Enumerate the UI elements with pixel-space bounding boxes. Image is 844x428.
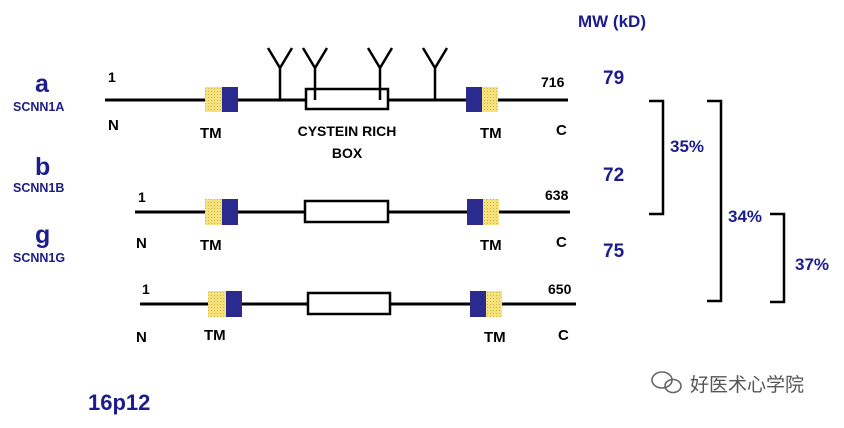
subunit-gamma-symbol: g [35, 221, 50, 249]
tm1-segment [222, 87, 238, 112]
tm2-segment [467, 199, 483, 225]
gamma-tm2-label: TM [484, 329, 506, 346]
subunit-gamma-gene: SCNN1G [13, 251, 65, 265]
alpha-start-position: 1 [108, 69, 116, 85]
alpha-tm1-label: TM [200, 125, 222, 142]
subunit-beta-gene: SCNN1B [13, 181, 64, 195]
cysteine-box-label-line2: BOX [332, 145, 363, 161]
beta-subunit-row: 1 638 N C TM TM [135, 187, 570, 254]
chromosome-locus: 16p12 [88, 390, 150, 415]
glycosylation-site-icon [421, 47, 449, 100]
subunit-alpha-gene: SCNN1A [13, 100, 64, 114]
beta-c-terminus: C [556, 234, 567, 251]
gamma-subunit-row: 1 650 N C TM TM [136, 281, 576, 346]
cysteine-rich-box [306, 291, 392, 316]
gamma-end-position: 650 [548, 281, 572, 297]
alpha-c-terminus: C [556, 122, 567, 139]
identity-alpha-gamma: 34% [728, 207, 762, 226]
alpha-end-position: 716 [541, 74, 565, 90]
tm1-extracellular-segment [205, 199, 222, 225]
beta-end-position: 638 [545, 187, 569, 203]
wechat-icon [651, 371, 682, 394]
tm2-segment [470, 291, 486, 317]
beta-n-terminus: N [136, 235, 147, 252]
subunit-alpha-symbol: a [35, 70, 50, 98]
cysteine-box-label-line1: CYSTEIN RICH [298, 123, 397, 139]
glycosylation-site-icon [266, 47, 294, 100]
alpha-subunit-row: 1 716 N C TM TM CYSTEIN RICH BOX [105, 47, 568, 161]
tm1-extracellular-segment [205, 87, 222, 112]
identity-alpha-beta: 35% [670, 137, 704, 156]
cysteine-rich-box [304, 87, 390, 111]
beta-tm1-label: TM [200, 237, 222, 254]
tm2-extracellular-segment [482, 87, 498, 112]
alpha-tm2-label: TM [480, 125, 502, 142]
alpha-n-terminus: N [108, 117, 119, 134]
tm1-segment [222, 199, 238, 225]
gamma-n-terminus: N [136, 329, 147, 346]
tm1-segment [226, 291, 242, 317]
gamma-molecular-weight: 75 [603, 241, 625, 262]
gamma-tm1-label: TM [204, 327, 226, 344]
bracket-beta-gamma [770, 212, 786, 304]
subunit-beta-symbol: b [35, 153, 50, 181]
watermark-text: 好医术心学院 [690, 374, 804, 396]
gamma-c-terminus: C [558, 327, 569, 344]
beta-start-position: 1 [138, 189, 146, 205]
beta-molecular-weight: 72 [603, 165, 624, 186]
mw-header: MW (kD) [578, 12, 646, 31]
gamma-start-position: 1 [142, 281, 150, 297]
tm2-extracellular-segment [486, 291, 502, 317]
beta-tm2-label: TM [480, 237, 502, 254]
tm2-extracellular-segment [483, 199, 499, 225]
bracket-alpha-beta [649, 99, 665, 216]
identity-beta-gamma: 37% [795, 255, 829, 274]
alpha-molecular-weight: 79 [603, 68, 624, 89]
bracket-alpha-gamma [707, 99, 723, 303]
tm1-extracellular-segment [208, 291, 226, 317]
cysteine-rich-box [303, 199, 390, 224]
tm2-segment [466, 87, 482, 112]
